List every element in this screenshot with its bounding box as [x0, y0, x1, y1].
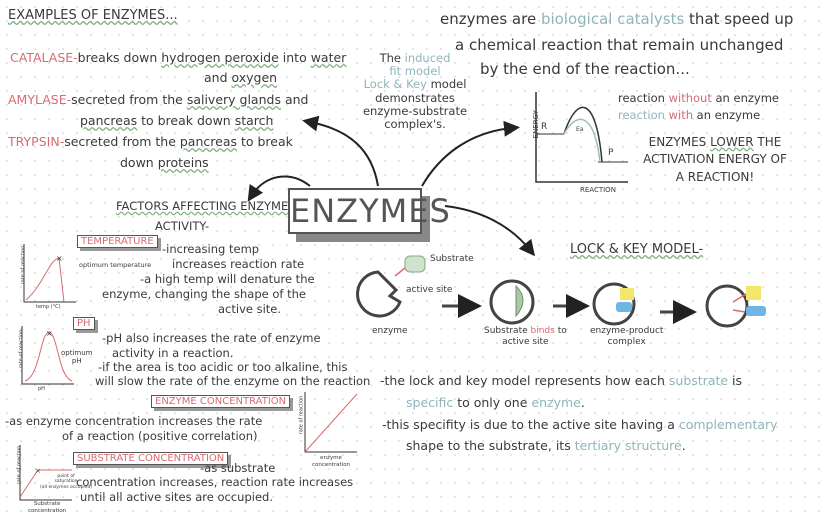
- substrate-text: concentration increases, reaction rate i…: [76, 475, 354, 489]
- products-label: P: [608, 148, 614, 158]
- temperature-tag: TEMPERATURE: [77, 235, 158, 248]
- example-trypsin-cont: down proteins: [120, 155, 209, 170]
- enzyme-concentration-graph: [304, 392, 358, 453]
- enzyme-label: enzyme: [372, 326, 408, 336]
- lock-key-description-2: -this specifity is due to the active sit…: [382, 417, 778, 432]
- central-title: ENZYMES: [290, 192, 451, 230]
- examples-title: EXAMPLES OF ENZYMES...: [8, 8, 178, 23]
- ph-text: -if the area is too acidic or too alkali…: [98, 360, 348, 374]
- temperature-text: enzyme, changing the shape of the: [102, 287, 306, 301]
- substrate-concentration-tag: SUBSTRATE CONCENTRATION: [73, 452, 229, 465]
- central-title-box: ENZYMES: [288, 188, 450, 234]
- temperature-text: -increasing temp: [162, 242, 260, 256]
- temperature-graph-xlabel: temp (°C): [36, 304, 61, 310]
- curve-with-enzyme: [563, 118, 601, 163]
- substrate-label: Substrate: [430, 254, 474, 264]
- arrow-to-lock-key: [444, 205, 536, 257]
- ph-text: -pH also increases the rate of enzyme: [102, 331, 321, 345]
- factors-title-2: ACTIVITY-: [155, 219, 210, 233]
- enzyme-concentration-text: of a reaction (positive correlation): [62, 429, 258, 443]
- enzyme-products-released-icon: [705, 284, 766, 328]
- enzyme-substrate-icon: [489, 279, 535, 325]
- legend-without-enzyme: reaction without an enzyme: [618, 91, 779, 105]
- ph-graph-xlabel: pH: [38, 386, 45, 392]
- arrow-to-examples: [302, 115, 379, 187]
- ph-text: activity in a reaction.: [112, 346, 234, 360]
- svg-text:×: ×: [35, 467, 41, 475]
- substrate-icon: [404, 255, 426, 273]
- temperature-text: -a high temp will denature the: [140, 272, 315, 286]
- curve-without-enzyme: [563, 106, 603, 163]
- example-amylase: AMYLASE-secreted from the salivery gland…: [8, 92, 309, 107]
- lock-key-title: LOCK & KEY MODEL-: [570, 242, 704, 257]
- ph-tag: PH: [73, 317, 95, 330]
- ph-graph: ×: [21, 326, 74, 385]
- example-catalase-cont: and oxygen: [204, 70, 278, 85]
- enzyme-concentration-tag: ENZYME CONCENTRATION: [151, 395, 291, 408]
- definition-line2: a chemical reaction that remain unchange…: [455, 36, 784, 54]
- activation-energy-label: Ea: [576, 126, 584, 133]
- svg-text:×: ×: [46, 329, 53, 338]
- ph-text: will slow the rate of the enzyme on the …: [95, 374, 371, 388]
- substrate-concentration-graph: ×: [19, 445, 72, 501]
- temperature-graph: ×: [23, 244, 76, 303]
- substrate-text: -as substrate: [200, 461, 276, 475]
- lock-key-description-1-cont: specific to only one enzyme.: [406, 395, 585, 410]
- example-catalase: CATALASE-breaks down hydrogen peroxide i…: [10, 50, 347, 65]
- substrate-text: until all active sites are occupied.: [80, 490, 274, 504]
- example-trypsin: TRYPSIN-secreted from the pancreas to br…: [8, 134, 293, 149]
- optimum-temperature-label: optimum temperature: [79, 261, 152, 269]
- energy-graph: [535, 92, 628, 183]
- lock-key-description-1: -the lock and key model represents how e…: [380, 373, 743, 388]
- example-amylase-cont: pancreas to break down starch: [80, 113, 274, 128]
- arrow-to-factors: [247, 175, 311, 202]
- svg-text:×: ×: [56, 254, 63, 263]
- lock-key-description-2-cont: shape to the substrate, its tertiary str…: [406, 438, 686, 453]
- temperature-text: increases reaction rate: [172, 257, 305, 271]
- reactants-label: R: [541, 122, 548, 132]
- temperature-text: active site.: [218, 302, 282, 316]
- arrow-to-energy-graph: [421, 120, 520, 187]
- definition-line1: enzymes are biological catalysts that sp…: [440, 10, 794, 28]
- reaction-axis-label: REACTION: [580, 186, 616, 194]
- enzyme-concentration-text: -as enzyme concentration increases the r…: [5, 414, 263, 428]
- factors-title: FACTORS AFFECTING ENZYME: [116, 199, 289, 213]
- induced-fit-note: The induced fit model Lock & Key model d…: [362, 51, 468, 132]
- enzyme-icon: [356, 270, 402, 318]
- active-site-label: active site: [406, 285, 453, 295]
- definition-line3: by the end of the reaction...: [480, 60, 690, 78]
- legend-with-enzyme: reaction with an enzyme: [618, 108, 761, 122]
- enzyme-product-complex-icon: [592, 282, 636, 326]
